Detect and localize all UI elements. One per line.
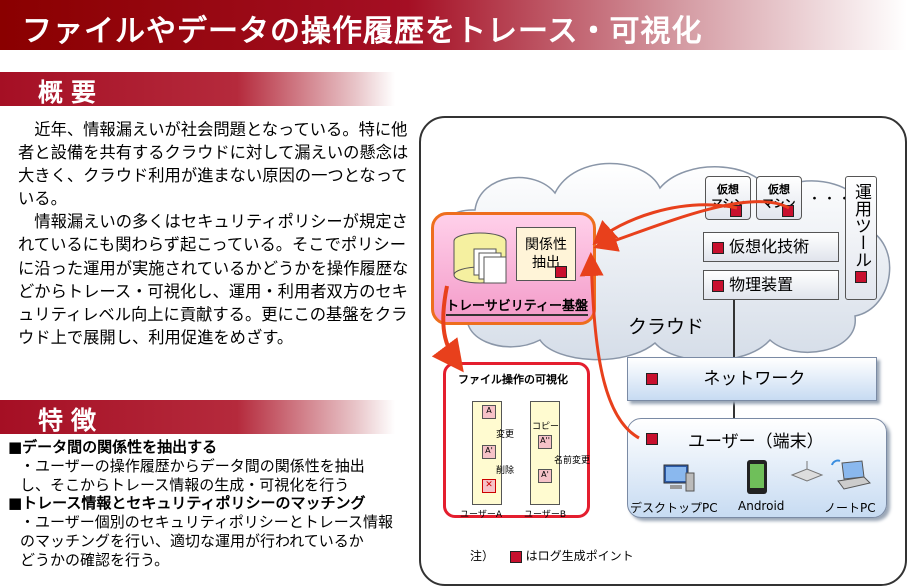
features-list: ■データ間の関係性を抽出する ・ユーザーの操作履歴からデータ間の関係性を抽出 し…	[8, 438, 393, 570]
overview-paragraph-2: 情報漏えいの多くはセキュリティポリシーが規定されているにも関わらず起こっている。…	[18, 212, 409, 347]
features-heading-bar: 特徴	[0, 400, 395, 435]
user-terminal-label: ユーザー（端末）	[688, 432, 824, 452]
physical-label: 物理装置	[729, 275, 794, 294]
op-label-copy: コピー	[532, 422, 560, 432]
log-point-marker	[855, 271, 867, 283]
notebook-pc-icon	[831, 459, 871, 490]
user-a-label: ユーザーA	[460, 510, 502, 520]
overview-heading: 概要	[38, 78, 105, 107]
legend-note-text: はログ生成ポイント	[525, 549, 634, 563]
feature-1-line-2: し、そこからトレース情報の生成・可視化を行う	[20, 475, 350, 494]
database-stack-icon	[453, 232, 507, 284]
feature-2-line-3: どうかの確認を行う。	[20, 550, 170, 569]
page-title: ファイルやデータの操作履歴をトレース・可視化	[22, 14, 703, 49]
legend-marker	[509, 550, 522, 563]
virtualization-label: 仮想化技術	[729, 237, 810, 256]
op-label-rename: 名前変更	[554, 456, 591, 466]
flow-arrows	[431, 200, 790, 440]
physical-box: 物理装置	[703, 270, 839, 300]
feature-1-line-1: ・ユーザーの操作履歴からデータ間の関係性を抽出	[20, 456, 365, 475]
file-viz-title: ファイル操作の可視化	[458, 373, 568, 386]
features-heading: 特徴	[38, 406, 105, 435]
cloud-label: クラウド	[628, 316, 705, 338]
legend-note-prefix: 注）	[470, 549, 495, 563]
log-point-marker	[646, 373, 658, 385]
feature-2-line-2: のマッチングを行い、適切な運用が行われているか	[20, 531, 364, 550]
ops-tool-box: 運用ツール	[845, 176, 877, 300]
wifi-router-icon	[790, 461, 824, 482]
log-point-marker	[782, 205, 794, 217]
file-icon: A'	[482, 445, 496, 459]
device-label-notebook: ノートPC	[824, 501, 876, 515]
feature-1-heading: ■データ間の関係性を抽出する	[8, 438, 218, 456]
feature-2-heading: ■トレース情報とセキュリティポリシーのマッチング	[8, 494, 366, 513]
user-b-lane	[530, 401, 560, 505]
virtualization-box: 仮想化技術	[703, 232, 839, 262]
traceability-platform: 関係性 抽出 トレーサビリティー基盤	[431, 212, 596, 325]
android-phone-icon	[747, 460, 767, 494]
op-label-change: 変更	[496, 430, 515, 440]
log-point-marker	[712, 241, 724, 254]
device-label-android: Android	[738, 499, 785, 513]
overview-paragraph-1: 近年、情報漏えいが社会問題となっている。特に他者と設備を共有するクラウドに対して…	[18, 120, 409, 209]
title-bar: ファイルやデータの操作履歴をトレース・可視化	[0, 0, 907, 50]
overview-text: 近年、情報漏えいが社会問題となっている。特に他者と設備を共有するクラウドに対して…	[18, 118, 410, 349]
file-icon: A''	[538, 435, 552, 449]
desktop-pc-icon	[663, 464, 695, 492]
file-viz-panel: ファイル操作の可視化 A A' ✕ A'' A' 変更 コピー 削除 名前変更 …	[443, 362, 591, 520]
legend-note: 注） はログ生成ポイント	[470, 547, 634, 564]
ops-tool-label: 運用ツール	[851, 183, 871, 268]
deleted-file-icon: ✕	[482, 479, 496, 493]
network-box: ネットワーク	[627, 357, 877, 401]
op-label-delete: 削除	[496, 466, 515, 476]
vm-2: 仮想 マシン	[756, 176, 802, 220]
network-label: ネットワーク	[703, 369, 806, 389]
file-icon: A'	[538, 469, 552, 483]
traceability-label: トレーサビリティー基盤	[446, 295, 588, 316]
overview-heading-bar: 概要	[0, 72, 395, 107]
device-label-desktop: デスクトップPC	[630, 501, 718, 515]
user-b-label: ユーザーB	[524, 510, 566, 520]
vm-ellipsis: ・・・	[808, 192, 854, 207]
log-point-marker	[555, 266, 567, 278]
file-icon: A	[482, 405, 496, 419]
log-point-marker	[712, 279, 724, 292]
log-point-marker	[646, 433, 658, 445]
feature-2-line-1: ・ユーザー個別のセキュリティポリシーとトレース情報	[20, 513, 394, 532]
user-terminal-box: ユーザー（端末） デスクトップPC Android ノートPC	[627, 418, 887, 518]
